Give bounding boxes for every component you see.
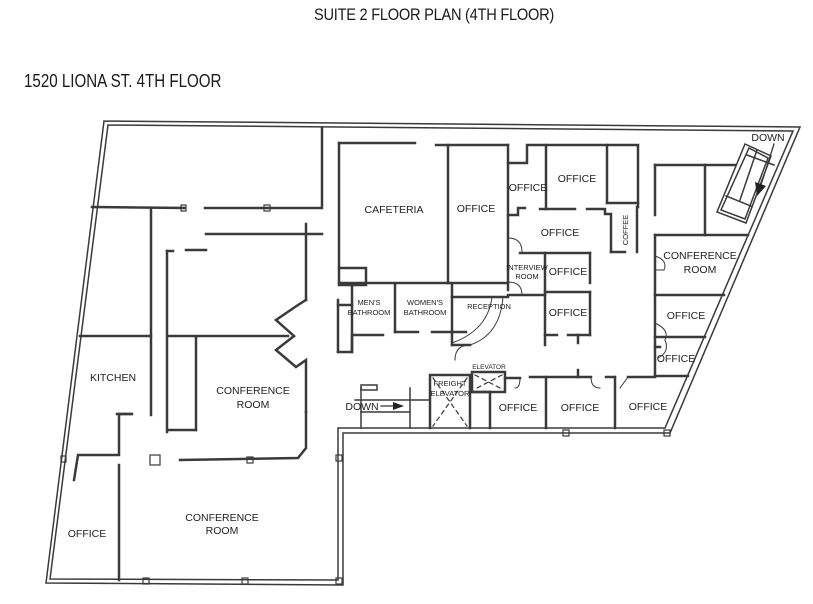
label-freight-1: FREIGHT bbox=[434, 379, 467, 388]
label-office-mid: OFFICE bbox=[541, 227, 580, 239]
label-conf-bottom-1: CONFERENCE bbox=[185, 512, 259, 524]
label-office-right-1: OFFICE bbox=[667, 310, 706, 322]
arrow-right-icon bbox=[393, 402, 404, 410]
elevator-x-marks bbox=[432, 374, 503, 427]
label-mens-2: BATHROOM bbox=[348, 308, 391, 317]
label-conf-right-2: ROOM bbox=[684, 264, 717, 276]
label-freight-2: ELEVATOR bbox=[431, 389, 470, 398]
label-mens-1: MEN'S bbox=[357, 298, 380, 307]
label-office-bottom-3: OFFICE bbox=[629, 401, 668, 413]
label-conf-bottom-2: ROOM bbox=[206, 525, 239, 537]
label-office-bottom-left: OFFICE bbox=[68, 528, 107, 540]
label-conf-center-1: CONFERENCE bbox=[216, 385, 290, 397]
address-heading: 1520 LIONA ST. 4TH FLOOR bbox=[24, 71, 222, 91]
label-conf-right-1: CONFERENCE bbox=[663, 250, 737, 262]
label-coffee: COFFEE bbox=[621, 215, 630, 245]
arrow-down-icon bbox=[755, 182, 766, 196]
label-elevator: ELEVATOR bbox=[472, 364, 506, 371]
label-office-bottom-2: OFFICE bbox=[561, 402, 600, 414]
label-cafeteria: CAFETERIA bbox=[365, 204, 424, 216]
center-walls bbox=[336, 141, 510, 361]
right-column-walls bbox=[503, 163, 750, 430]
label-office-lower-mid: OFFICE bbox=[549, 307, 588, 319]
right-staircase bbox=[716, 142, 775, 224]
label-interview-2: ROOM bbox=[515, 272, 538, 281]
structural-columns bbox=[60, 204, 671, 585]
upper-left-walls bbox=[72, 126, 324, 582]
outer-wall bbox=[45, 120, 802, 586]
label-down-center: DOWN bbox=[345, 401, 378, 413]
label-reception: RECEPTION bbox=[467, 302, 511, 311]
label-kitchen: KITCHEN bbox=[90, 372, 136, 384]
label-office-interview: OFFICE bbox=[549, 266, 588, 278]
right-upper-walls bbox=[506, 143, 640, 347]
label-womens-2: BATHROOM bbox=[404, 308, 447, 317]
label-interview-1: INTERVIEW bbox=[506, 263, 548, 272]
stair-arrow-right bbox=[759, 143, 775, 189]
label-office-right-2: OFFICE bbox=[657, 353, 696, 365]
page-title: SUITE 2 FLOOR PLAN (4TH FLOOR) bbox=[313, 5, 555, 24]
label-office-small-top: OFFICE bbox=[509, 182, 548, 194]
label-office-bottom-1: OFFICE bbox=[499, 402, 538, 414]
label-womens-1: WOMEN'S bbox=[407, 298, 443, 307]
label-office-center: OFFICE bbox=[457, 203, 496, 215]
elevator-walls bbox=[354, 370, 507, 430]
label-conf-center-2: ROOM bbox=[237, 399, 270, 411]
label-down-right: DOWN bbox=[751, 132, 784, 144]
label-office-top: OFFICE bbox=[558, 173, 597, 185]
